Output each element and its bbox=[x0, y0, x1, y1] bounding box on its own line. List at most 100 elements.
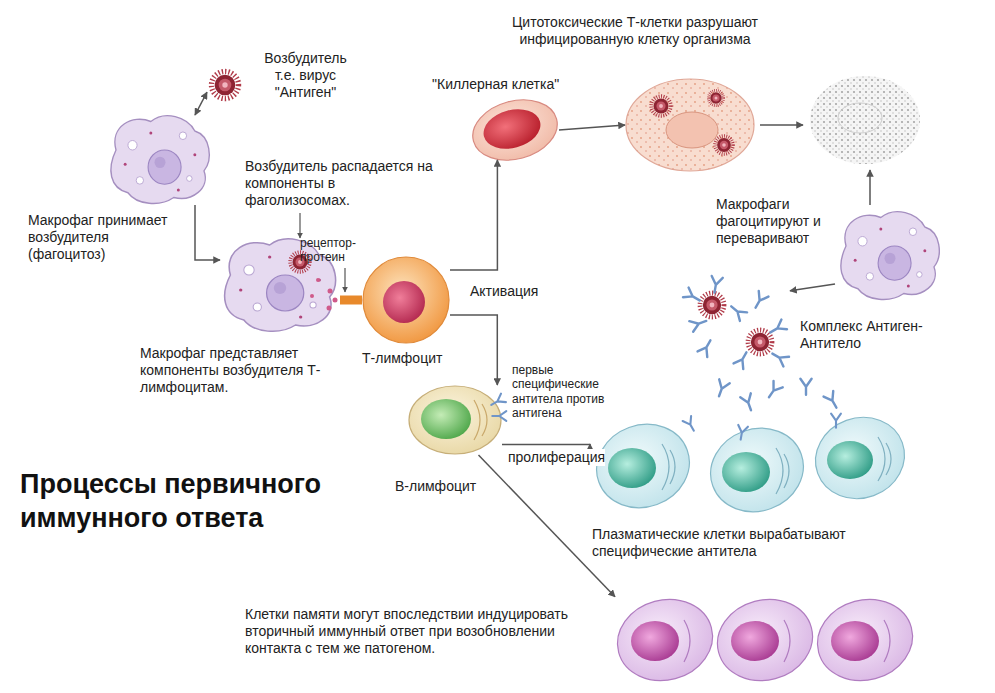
antibody bbox=[709, 276, 723, 294]
cell-caption: Клетки памяти могут впоследствии индуцир… bbox=[245, 606, 613, 656]
cell-caption: В-лимфоцит bbox=[395, 478, 495, 495]
antibody bbox=[736, 425, 748, 440]
cell-node: Макрофаги фагоцитируют и переваривают bbox=[835, 208, 945, 303]
edge-label: пролиферация bbox=[508, 449, 605, 466]
cell-node: Макрофаг принимает возбудителя (фагоцито… bbox=[110, 115, 210, 205]
macrophage bbox=[841, 212, 939, 300]
antibody bbox=[489, 394, 506, 409]
antibody bbox=[728, 302, 747, 321]
virus-caption: Возбудитель т.е. вирус "Антиген" bbox=[258, 50, 353, 100]
antibody bbox=[764, 381, 782, 401]
cell-debris bbox=[810, 76, 920, 164]
plasma-cell-body bbox=[585, 411, 701, 520]
cell-caption: Макрофаги фагоцитируют и переваривают bbox=[716, 196, 834, 246]
antibody bbox=[770, 349, 789, 367]
er-lines bbox=[784, 620, 790, 662]
flow-arrow bbox=[790, 284, 835, 291]
cell-caption: "Киллерная клетка" bbox=[432, 76, 577, 93]
memory-cell-body bbox=[608, 589, 721, 691]
virus bbox=[700, 293, 724, 317]
fragment bbox=[316, 278, 320, 282]
antibody bbox=[714, 379, 730, 398]
memory-cell-nucleus bbox=[731, 621, 779, 661]
cell-node: Клетки памяти могут впоследствии индуцир… bbox=[615, 592, 915, 688]
plasma-cell-nucleus bbox=[827, 441, 873, 479]
plasma-cells bbox=[585, 405, 916, 525]
process-note: Возбудитель распадается на компоненты в … bbox=[245, 158, 435, 208]
memory-cell-body bbox=[708, 589, 821, 691]
flow-arrow bbox=[450, 315, 497, 385]
antibody bbox=[492, 411, 506, 421]
er-lines bbox=[474, 400, 487, 440]
b-cell-body bbox=[409, 386, 501, 454]
cell-node: Т-лимфоцит bbox=[362, 256, 450, 344]
cell-node: Возбудитель т.е. вирус "Антиген" bbox=[207, 67, 243, 103]
virus bbox=[709, 91, 724, 106]
receptor-bar bbox=[340, 296, 362, 305]
antigen-fragments bbox=[310, 278, 338, 311]
process-arrow bbox=[869, 170, 871, 205]
antibody bbox=[824, 391, 842, 410]
fragment bbox=[327, 306, 332, 311]
cell-debris bbox=[838, 103, 882, 133]
macrophage bbox=[111, 116, 209, 204]
plasma-cell-nucleus bbox=[608, 448, 656, 488]
flow-arrow bbox=[195, 205, 220, 260]
leader-arrow bbox=[299, 213, 300, 238]
virus bbox=[212, 72, 239, 99]
memory-cells bbox=[608, 589, 921, 691]
cell-node: Плазматические клетки вырабатывают специ… bbox=[590, 410, 910, 520]
flow-arrow bbox=[502, 443, 590, 445]
memory-cell-body bbox=[808, 589, 921, 691]
virus bbox=[651, 96, 671, 116]
process-note: Цитотоксические Т-клетки разрушают инфиц… bbox=[485, 14, 785, 48]
plasma-cell-nucleus bbox=[722, 452, 770, 492]
antibody bbox=[683, 416, 698, 433]
flow-arrow bbox=[559, 125, 625, 130]
plasma-cell-body bbox=[699, 415, 815, 524]
antibody bbox=[800, 379, 811, 395]
cell-node: В-лимфоцитпервые специфические антитела … bbox=[408, 385, 502, 455]
plasma-cell-body bbox=[804, 405, 916, 511]
t-cell-body bbox=[363, 257, 449, 343]
er-lines bbox=[662, 444, 675, 490]
fragment bbox=[310, 294, 314, 298]
antibody bbox=[831, 414, 841, 428]
cell-caption: Т-лимфоцит bbox=[362, 350, 462, 367]
cell-caption: Макрофаг представляет компоненты возбуди… bbox=[140, 345, 340, 395]
flow-arrow bbox=[479, 455, 616, 597]
antibody bbox=[734, 350, 752, 369]
antibody-note: первые специфические антитела против ант… bbox=[512, 363, 614, 421]
flow-arrow bbox=[450, 160, 497, 270]
process-label: Активация bbox=[470, 283, 560, 300]
infected-cell-body bbox=[626, 79, 754, 171]
part-label: рецептор-протеин bbox=[300, 236, 366, 265]
leader-arrow bbox=[344, 268, 345, 292]
er-lines bbox=[884, 620, 890, 662]
cell-caption: Плазматические клетки вырабатывают специ… bbox=[592, 526, 912, 560]
antibody bbox=[740, 393, 756, 412]
process-arrow bbox=[760, 124, 803, 126]
cell-node: Цитотоксические Т-клетки разрушают инфиц… bbox=[625, 78, 755, 172]
er-lines bbox=[878, 437, 891, 481]
virus bbox=[748, 330, 772, 354]
cell-node: "Киллерная клетка" bbox=[471, 100, 559, 160]
cell-debris bbox=[810, 76, 920, 164]
memory-cell-nucleus bbox=[631, 621, 679, 661]
antibody bbox=[683, 288, 702, 306]
memory-cell-nucleus bbox=[831, 621, 879, 661]
fragment bbox=[333, 298, 338, 303]
er-lines bbox=[776, 448, 789, 494]
killer-cell-body bbox=[466, 91, 564, 169]
b-cell-nucleus bbox=[421, 399, 471, 439]
cell-caption: Комплекс Антиген-Антитело bbox=[800, 318, 945, 352]
cell-caption: Макрофаг принимает возбудителя (фагоцито… bbox=[28, 212, 186, 262]
infected-cell-nucleus bbox=[666, 112, 718, 148]
fragment bbox=[328, 289, 333, 294]
flow-arrow bbox=[195, 92, 207, 115]
antibody bbox=[768, 320, 787, 338]
cell-texture bbox=[626, 79, 754, 171]
antibody bbox=[689, 316, 708, 332]
cell-node: Комплекс Антиген-Антитело bbox=[680, 282, 790, 370]
